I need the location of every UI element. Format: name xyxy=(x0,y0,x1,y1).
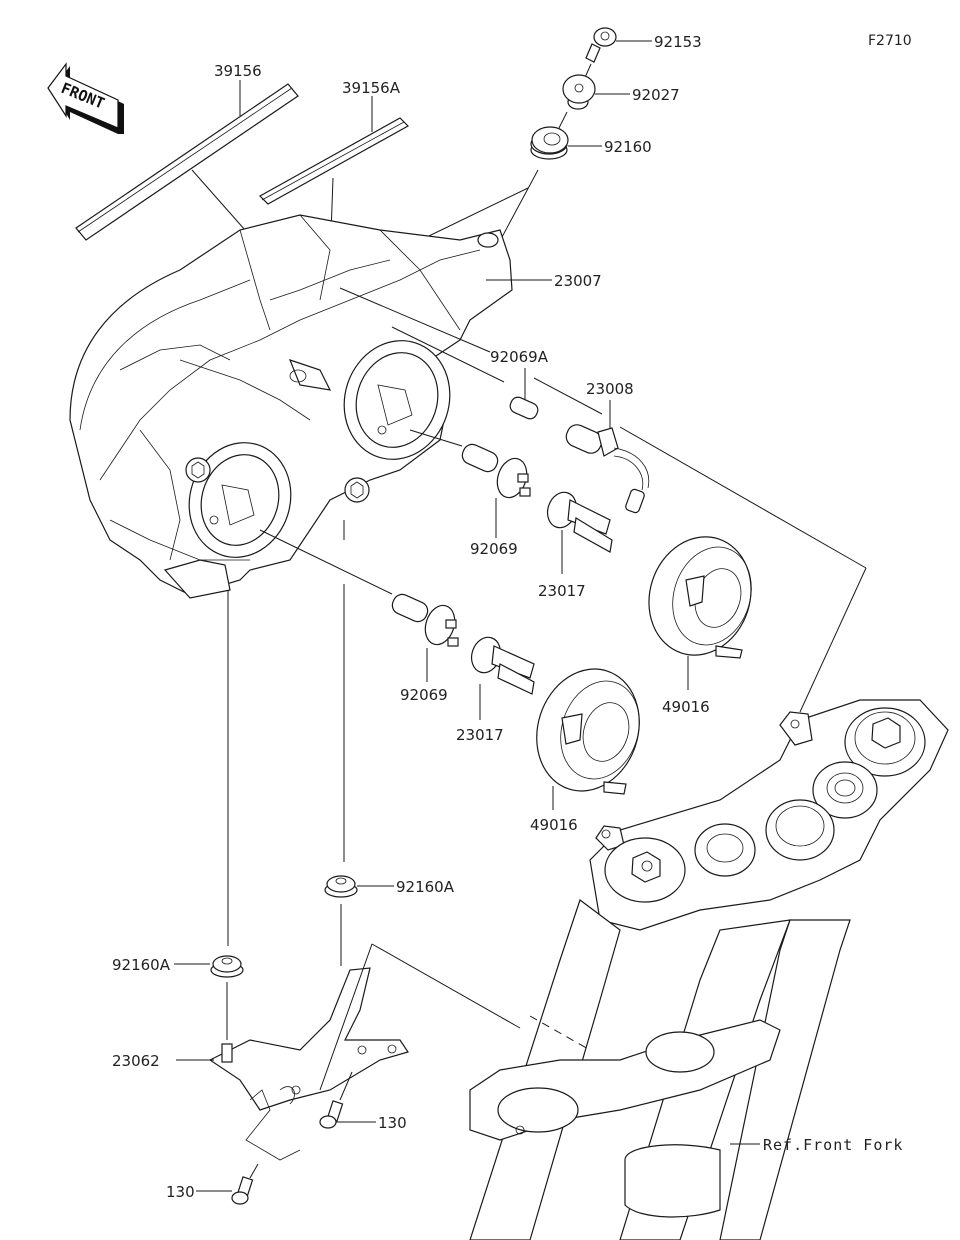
part-23017-lower[interactable]: 23017 xyxy=(456,634,535,744)
part-label-39156A: 39156A xyxy=(342,79,401,97)
front-arrow-icon: FRONT xyxy=(47,62,124,134)
part-92160A-right[interactable]: 92160A xyxy=(324,875,455,966)
part-92069A[interactable]: 92069A xyxy=(490,348,549,421)
part-label-92069-lower: 92069 xyxy=(400,686,448,704)
part-label-23017-upper: 23017 xyxy=(538,582,586,600)
part-label-49016-lower: 49016 xyxy=(530,816,578,834)
part-92069-upper[interactable]: 92069 xyxy=(459,442,531,558)
part-49016-lower[interactable]: 49016 xyxy=(521,656,654,834)
figure-code: F2710 xyxy=(868,33,912,49)
part-label-92160A-left: 92160A xyxy=(112,956,171,974)
part-label-23008: 23008 xyxy=(586,380,634,398)
part-130-right[interactable]: 130 xyxy=(319,1071,407,1132)
part-label-49016-upper: 49016 xyxy=(662,698,710,716)
front-fork-reference: Ref.Front Fork xyxy=(469,699,949,1240)
part-label-92160A-right: 92160A xyxy=(396,878,455,896)
part-92153[interactable]: 92153 xyxy=(585,27,702,63)
part-92160[interactable]: 92160 xyxy=(399,111,652,279)
reference-label-front-fork: Ref.Front Fork xyxy=(763,1136,903,1154)
part-label-23007: 23007 xyxy=(554,272,602,290)
part-39156A[interactable]: 39156A xyxy=(259,79,409,263)
part-label-130-left: 130 xyxy=(166,1183,195,1201)
part-49016-upper[interactable]: 49016 xyxy=(634,523,766,716)
part-label-23062: 23062 xyxy=(112,1052,160,1070)
part-label-92160: 92160 xyxy=(604,138,652,156)
part-label-39156: 39156 xyxy=(214,62,262,80)
part-92069-lower[interactable]: 92069 xyxy=(389,592,459,704)
part-130-left[interactable]: 130 xyxy=(166,1163,259,1205)
part-label-92027: 92027 xyxy=(632,86,680,104)
part-23062[interactable]: 23062 xyxy=(112,943,521,1161)
part-92160A-left[interactable]: 92160A xyxy=(112,955,244,1040)
part-label-92069-upper: 92069 xyxy=(470,540,518,558)
part-39156[interactable]: 39156 xyxy=(75,62,299,241)
part-23008[interactable]: 23008 xyxy=(563,380,650,514)
part-label-130-right: 130 xyxy=(378,1114,407,1132)
part-92027[interactable]: 92027 xyxy=(562,63,680,110)
part-23017-upper[interactable]: 23017 xyxy=(538,489,613,600)
part-label-92153: 92153 xyxy=(654,33,702,51)
part-label-92069A: 92069A xyxy=(490,348,549,366)
part-23007[interactable]: 23007 xyxy=(69,214,602,599)
part-label-23017-lower: 23017 xyxy=(456,726,504,744)
